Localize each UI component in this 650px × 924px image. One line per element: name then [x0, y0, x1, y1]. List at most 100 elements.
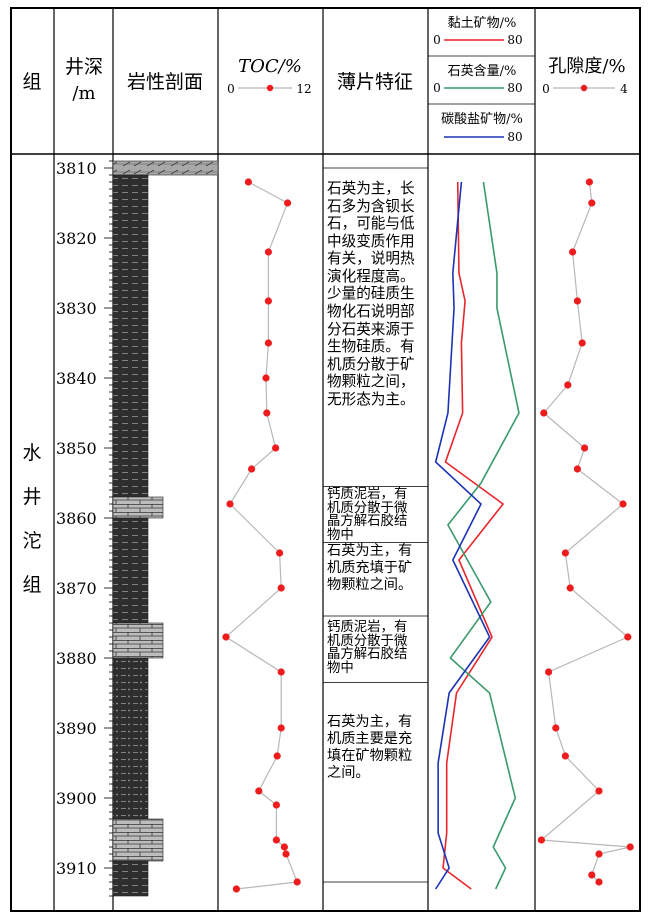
thin-section-line: 晶方解石胶结	[327, 514, 408, 530]
depth-axis: 3810382038303840385038603870388038903900…	[56, 159, 113, 897]
toc-point	[277, 724, 285, 732]
porosity-point	[545, 668, 553, 676]
header-depth: 井深	[65, 56, 103, 78]
thin-section-line: 物中	[327, 527, 354, 543]
porosity-point	[626, 843, 634, 851]
thin-section-line: 之间。	[327, 764, 370, 781]
porosity-point	[540, 409, 548, 417]
depth-tick-label: 3860	[56, 509, 97, 528]
header-thin-section: 薄片特征	[337, 71, 413, 93]
thin-section-text: 石英为主，有机质充填于矿物颗粒之间。	[327, 543, 425, 594]
porosity-point	[561, 752, 570, 760]
lithology-bed	[112, 160, 219, 176]
porosity-point	[585, 178, 594, 186]
porosity-legend-max: 4	[620, 82, 628, 96]
porosity-point	[595, 850, 603, 858]
toc-point	[222, 633, 230, 641]
lithology-column	[112, 160, 219, 897]
thin-section-line: 物化石说明部	[327, 303, 415, 320]
porosity-point	[595, 878, 603, 886]
thin-section-line: 石，可能与低	[327, 215, 415, 233]
toc-point	[263, 409, 271, 417]
toc-point	[277, 584, 285, 592]
lithology-bed	[112, 818, 164, 862]
thin-section-line: 石英为主，有	[327, 713, 413, 730]
clay-line	[442, 181, 505, 890]
thin-section-text: 钙质泥岩，有机质分散于微晶方解石胶结物中	[327, 488, 425, 542]
toc-point	[255, 787, 263, 795]
depth-tick-label: 3890	[56, 719, 97, 738]
header-lithology: 岩性剖面	[127, 71, 203, 93]
toc-point	[277, 668, 285, 676]
toc-point	[244, 178, 252, 186]
thin-section-line: 少量的硅质生	[327, 285, 415, 303]
porosity-point	[578, 339, 586, 347]
header-quartz: 石英含量/%	[448, 63, 517, 79]
quartz-line	[446, 181, 520, 890]
clay-legend: 0 80	[433, 33, 522, 47]
toc-point	[264, 339, 272, 347]
thin-section-line: 钙质泥岩，有	[327, 487, 408, 503]
toc-point	[264, 297, 272, 305]
carbonate-line	[434, 181, 491, 890]
toc-point	[284, 199, 292, 207]
header-group: 组	[22, 71, 41, 93]
depth-tick-label: 3880	[56, 649, 97, 668]
toc-point	[232, 885, 240, 893]
porosity-legend: 0 4	[542, 82, 628, 96]
toc-point	[293, 878, 301, 886]
header-carbonate: 碳酸盐矿物/%	[441, 112, 523, 127]
porosity-point	[561, 549, 570, 557]
porosity-point	[566, 584, 574, 592]
thin-section-line: 石多为含钡长	[327, 197, 415, 215]
thin-section-line: 中级变质作用	[327, 232, 415, 250]
formation-char: 水	[22, 442, 41, 464]
lithology-bed	[112, 657, 149, 820]
thin-section-line: 无形态为主。	[327, 390, 415, 408]
thin-section-line: 物中	[327, 660, 354, 676]
thin-section-line: 演化程度高。	[327, 267, 415, 285]
depth-tick-label: 3910	[56, 859, 97, 878]
porosity-point	[537, 836, 546, 844]
porosity-line	[539, 181, 631, 883]
formation-char: 井	[22, 486, 41, 508]
clay-legend-min: 0	[433, 33, 441, 47]
header-depth-unit: /m	[72, 83, 95, 104]
depth-tick-label: 3900	[56, 789, 97, 808]
lithology-bed	[112, 860, 149, 897]
frame	[10, 7, 641, 912]
thin-section-line: 分石英来源于	[327, 320, 415, 338]
porosity-point	[595, 787, 603, 795]
toc-point	[276, 549, 284, 557]
thin-section-line: 晶方解石胶结	[327, 647, 408, 663]
porosity-point	[564, 381, 572, 389]
depth-tick-label: 3870	[56, 579, 97, 598]
toc-point	[264, 248, 272, 256]
quartz-legend-min: 0	[433, 81, 441, 95]
thin-section-line: 填在矿物颗粒	[327, 747, 413, 764]
thin-section-line: 物颗粒之间。	[327, 577, 413, 594]
carbonate-legend: 80	[444, 130, 523, 144]
formation-char: 沱	[22, 530, 41, 552]
thin-section-line: 机质分散于微	[327, 500, 408, 516]
porosity-point	[588, 871, 596, 879]
lithology-bed	[112, 622, 164, 659]
header-clay: 黏土矿物/%	[448, 15, 517, 31]
toc-point	[282, 850, 290, 858]
thin-section-boxes	[323, 167, 428, 883]
lithology-bed	[112, 517, 149, 624]
porosity-point	[624, 633, 632, 641]
thin-section-line: 物颗粒之间，	[327, 373, 415, 391]
porosity-point	[588, 199, 596, 207]
toc-legend-marker	[266, 84, 274, 92]
thin-section-text: 石英为主，有机质主要是充填在矿物颗粒之间。	[327, 714, 425, 782]
lithology-bed	[112, 174, 149, 498]
depth-tick-label: 3820	[56, 229, 97, 248]
toc-point	[272, 444, 280, 452]
depth-tick-label: 3830	[56, 299, 97, 318]
header-toc: TOC/%	[238, 56, 302, 77]
porosity-plot	[537, 178, 634, 886]
toc-line	[225, 181, 299, 890]
thin-section-line: 石英为主，长	[327, 180, 415, 198]
